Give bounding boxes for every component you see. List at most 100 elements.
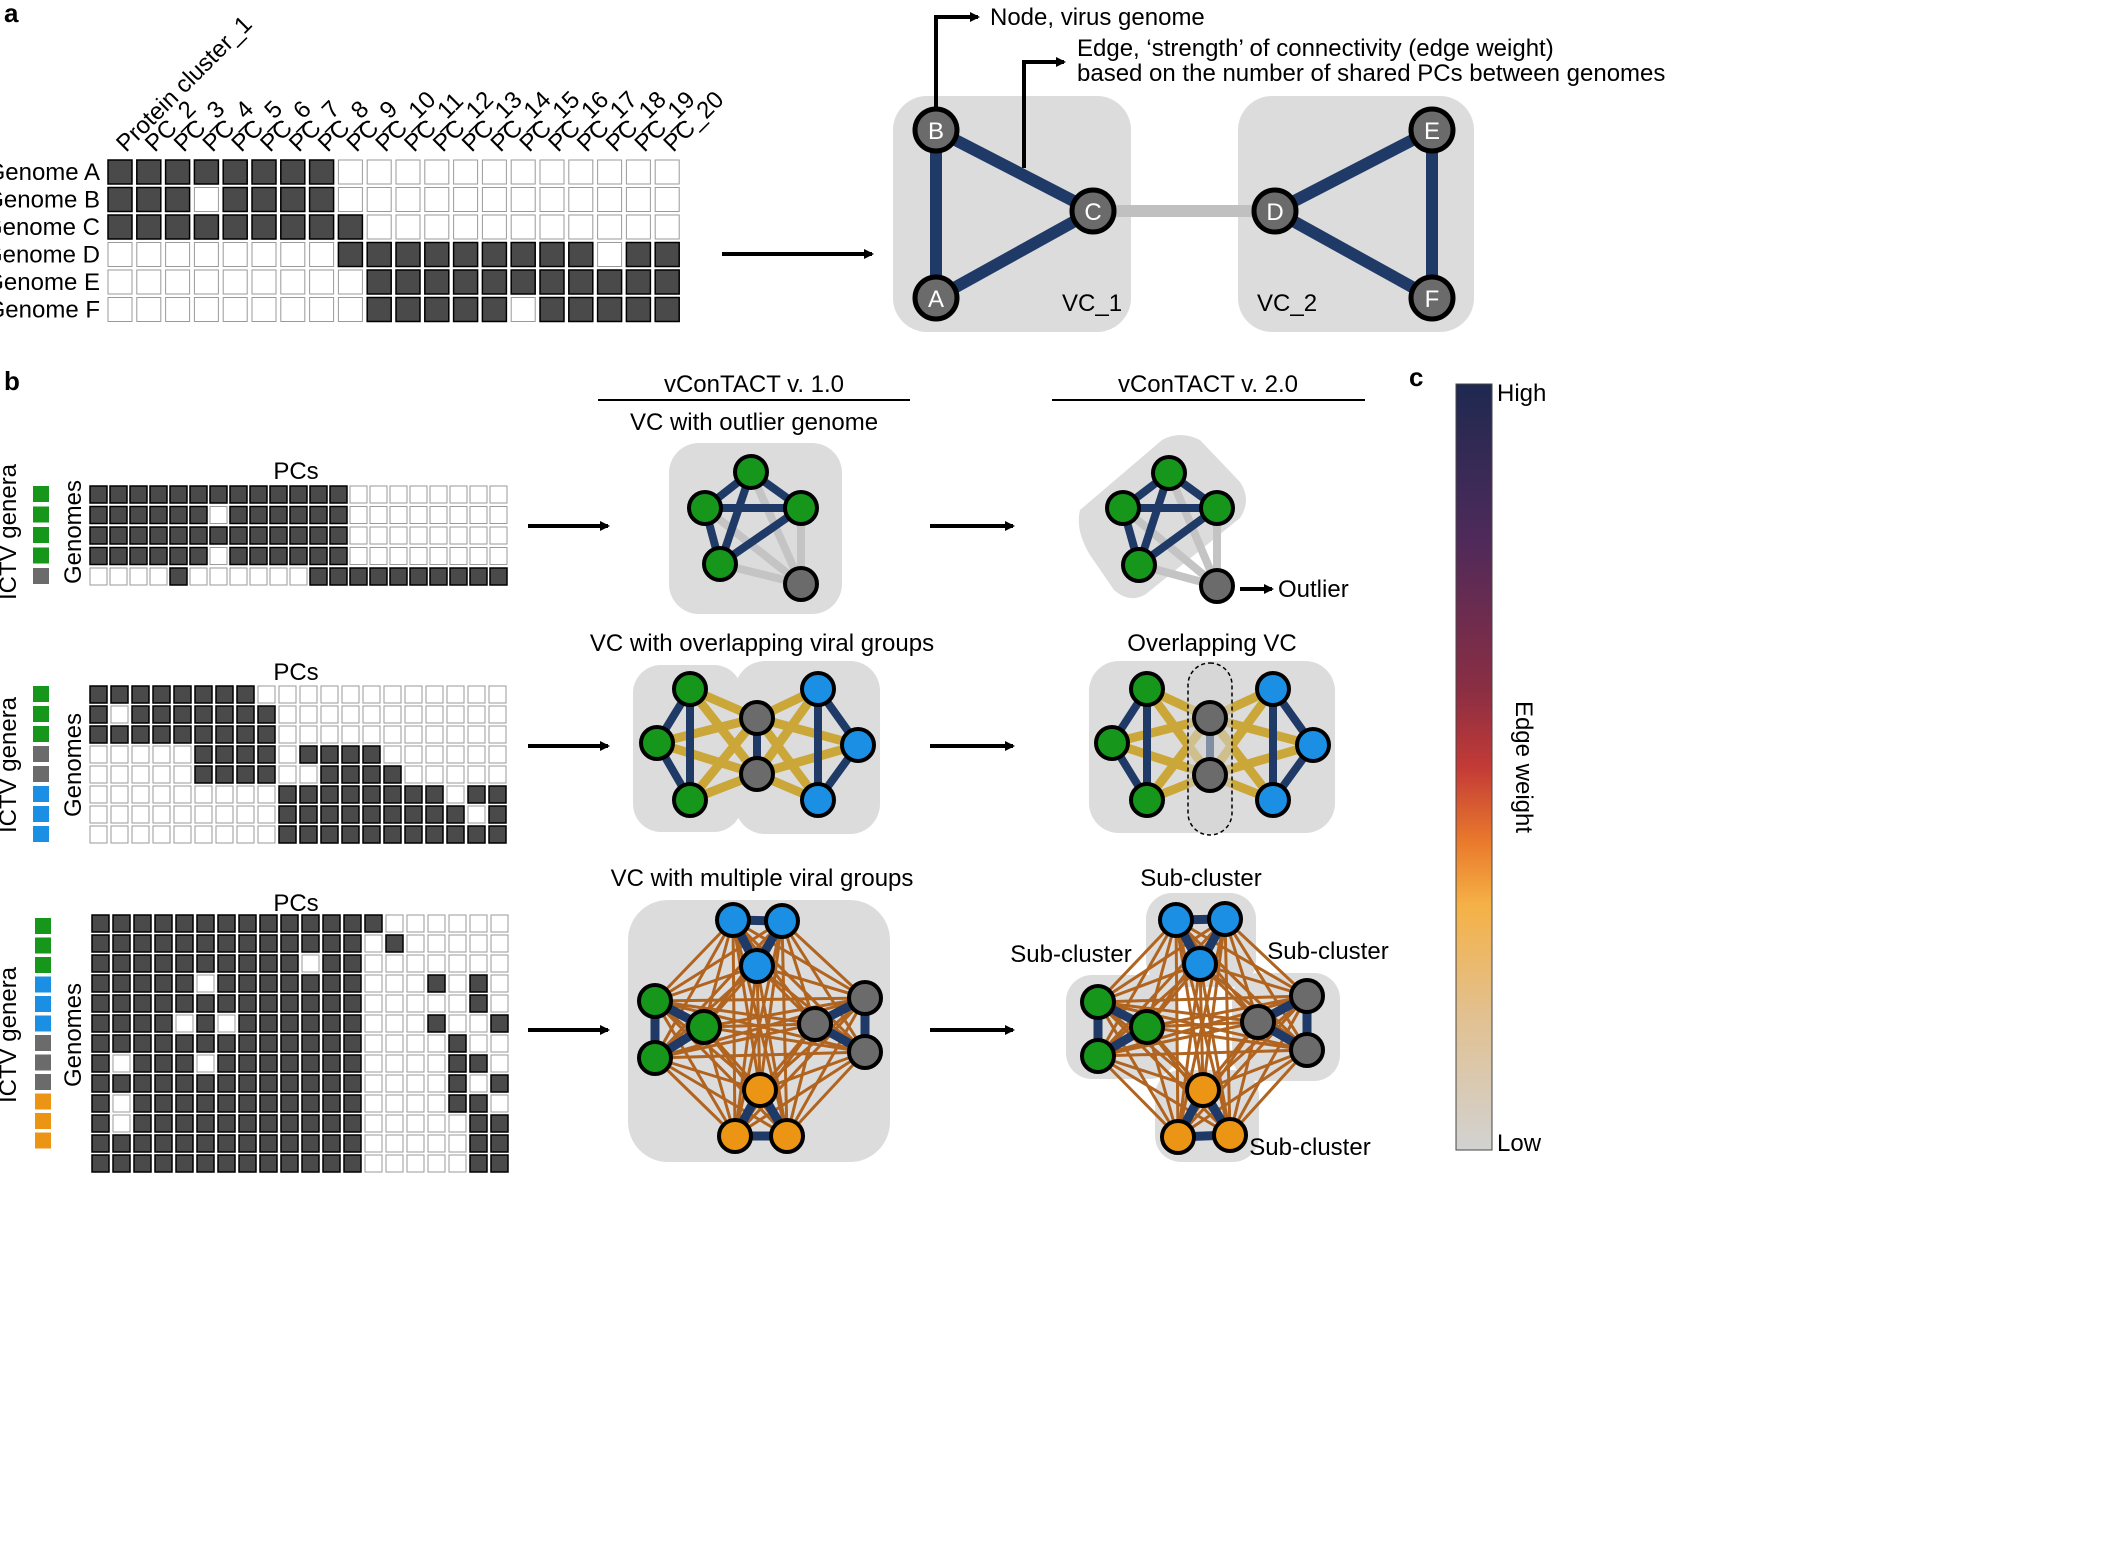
matrix-cell bbox=[448, 954, 467, 973]
matrix-cell bbox=[217, 994, 236, 1013]
matrix-cell bbox=[278, 685, 297, 704]
genus-swatch bbox=[35, 918, 51, 934]
matrix-cell bbox=[389, 506, 408, 524]
matrix-cell bbox=[301, 1134, 320, 1153]
matrix-cell bbox=[152, 825, 171, 844]
matrix-cell bbox=[395, 159, 421, 185]
matrix-cell bbox=[469, 954, 488, 973]
genus-swatch bbox=[33, 486, 49, 502]
matrix-cell bbox=[107, 297, 133, 322]
genus-swatch bbox=[33, 786, 49, 802]
matrix-cell bbox=[404, 705, 423, 724]
matrix-cell bbox=[488, 765, 507, 784]
edge-annotation-line2: based on the number of shared PCs betwee… bbox=[1077, 60, 1665, 87]
matrix-cell bbox=[289, 546, 308, 566]
matrix-cell bbox=[278, 705, 297, 724]
matrix-cell bbox=[257, 685, 276, 704]
matrix-cell bbox=[91, 914, 110, 933]
network-node bbox=[1212, 1117, 1248, 1153]
matrix-cell bbox=[490, 1094, 509, 1113]
matrix-cell bbox=[236, 785, 255, 804]
matrix-cell bbox=[136, 186, 162, 213]
matrix-cell bbox=[320, 745, 339, 764]
matrix-cell bbox=[154, 934, 173, 953]
network-edge bbox=[1199, 962, 1308, 998]
network-edge bbox=[732, 918, 866, 1000]
matrix-cell bbox=[322, 1154, 341, 1173]
network-edge bbox=[1176, 994, 1309, 1139]
row3-network-v2 bbox=[1066, 893, 1340, 1162]
panel-a: a Protein cluster_1PC_2PC_3PC_4PC_5PC_6P… bbox=[0, 0, 1665, 332]
matrix-cell bbox=[89, 546, 108, 566]
matrix-cell bbox=[469, 485, 488, 504]
matrix-cell bbox=[489, 567, 508, 586]
matrix-cell bbox=[301, 1034, 320, 1053]
matrix-cell bbox=[364, 974, 383, 993]
network-edge bbox=[1174, 918, 1309, 1052]
matrix-cell bbox=[406, 974, 425, 993]
matrix-cell bbox=[289, 485, 308, 504]
matrix-cell bbox=[349, 506, 368, 524]
matrix-cell bbox=[173, 685, 192, 704]
matrix-cell bbox=[193, 159, 220, 185]
matrix-cell bbox=[154, 1074, 173, 1093]
matrix-cell bbox=[425, 785, 444, 804]
matrix-cell bbox=[175, 934, 194, 953]
matrix-cell bbox=[654, 214, 680, 240]
matrix-cell bbox=[364, 1014, 383, 1033]
matrix-cell bbox=[112, 934, 131, 953]
matrix-cell bbox=[308, 159, 335, 185]
matrix-cell bbox=[469, 1014, 488, 1033]
matrix-cell bbox=[238, 914, 257, 933]
matrix-cell bbox=[249, 567, 268, 586]
matrix-cell bbox=[625, 269, 652, 295]
matrix-cell bbox=[289, 505, 308, 525]
genome-row-label: Genome B bbox=[0, 187, 100, 214]
matrix-cell bbox=[481, 241, 508, 268]
matrix-cell bbox=[448, 934, 467, 953]
matrix-cell bbox=[490, 974, 509, 993]
matrix-cell bbox=[510, 187, 536, 212]
colorbar-high-label: High bbox=[1497, 380, 1546, 407]
matrix-cell bbox=[175, 954, 194, 973]
matrix-cell bbox=[568, 187, 594, 212]
network-node bbox=[847, 1034, 883, 1070]
network-edge bbox=[731, 919, 737, 1137]
matrix-cell bbox=[259, 1114, 278, 1133]
matrix-cell bbox=[469, 974, 488, 993]
matrix-cell bbox=[424, 159, 450, 185]
matrix-cell bbox=[364, 1094, 383, 1113]
matrix-cell bbox=[215, 785, 234, 804]
row3-genera-swatches bbox=[35, 918, 51, 1149]
matrix-cell bbox=[469, 1114, 488, 1133]
matrix-cell bbox=[217, 1114, 236, 1133]
matrix-cell bbox=[320, 825, 339, 844]
matrix-cell bbox=[301, 1054, 320, 1073]
matrix-cell bbox=[249, 546, 268, 566]
matrix-cell bbox=[278, 825, 297, 844]
row2-network-v1 bbox=[633, 661, 880, 834]
row3-genomes-label: Genomes bbox=[60, 983, 87, 1087]
matrix-cell bbox=[406, 1134, 425, 1153]
matrix-cell bbox=[448, 914, 467, 933]
matrix-cell bbox=[133, 994, 152, 1013]
matrix-cell bbox=[369, 547, 388, 565]
network-edge bbox=[1097, 917, 1226, 1004]
matrix-cell bbox=[309, 269, 335, 295]
matrix-cell bbox=[217, 1014, 236, 1033]
matrix-cell bbox=[259, 1154, 278, 1173]
matrix-cell bbox=[280, 994, 299, 1013]
matrix-cell bbox=[322, 1074, 341, 1093]
matrix-cell bbox=[625, 159, 651, 185]
network-node bbox=[1240, 1004, 1276, 1040]
matrix-cell bbox=[129, 567, 148, 586]
matrix-cell bbox=[194, 785, 213, 804]
matrix-cell bbox=[110, 745, 129, 764]
matrix-cell bbox=[362, 785, 381, 804]
matrix-cell bbox=[175, 1034, 194, 1053]
matrix-cell bbox=[89, 805, 108, 824]
matrix-cell bbox=[299, 705, 318, 724]
genus-swatch bbox=[35, 957, 51, 973]
matrix-cell bbox=[349, 526, 368, 545]
